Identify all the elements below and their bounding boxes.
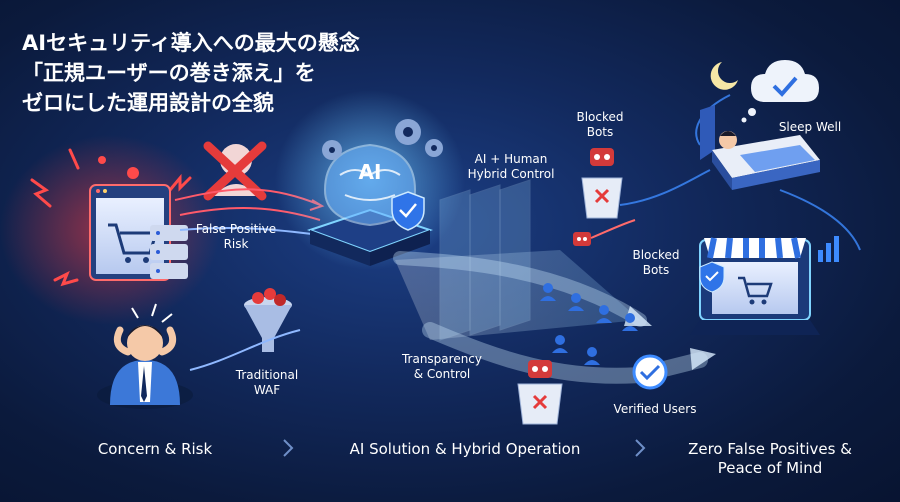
bot-bin-bottom xyxy=(517,360,563,425)
bed-icon xyxy=(700,105,820,190)
funnel-icon xyxy=(244,288,292,352)
title-line-2: 「正規ユーザーの巻き添え」を xyxy=(22,61,316,85)
verified-check-icon xyxy=(632,354,668,390)
transparency-control-label: Transparency & Control xyxy=(401,352,483,381)
shield-check-icon xyxy=(391,191,425,231)
server-icon xyxy=(150,225,188,279)
stage-concern-risk: Concern & Risk xyxy=(97,440,213,458)
blocked-bots-mid-label: Blocked Bots xyxy=(632,248,680,277)
sleep-well-label: Sleep Well xyxy=(778,120,842,134)
title-line-1: AIセキュリティ導入への最大の懸念 xyxy=(22,31,360,55)
funnel-arrow xyxy=(189,329,301,371)
ai-human-hybrid-label: AI + Human Hybrid Control xyxy=(467,152,555,181)
worried-person-icon xyxy=(97,303,193,409)
bar-chart-icon xyxy=(818,236,839,262)
false-positive-risk-label: False Positive Risk xyxy=(195,222,277,251)
traditional-waf-label: Traditional WAF xyxy=(235,368,299,397)
page-title: AIセキュリティ導入への最大の懸念 「正規ユーザーの巻き添え」を ゼロにした運用… xyxy=(22,28,360,118)
stage-ai-solution: AI Solution & Hybrid Operation xyxy=(349,440,581,458)
store-icon xyxy=(690,237,820,335)
blocked-bots-top-label: Blocked Bots xyxy=(576,110,624,139)
moon-icon xyxy=(710,62,738,90)
stage-chevrons xyxy=(283,439,646,457)
title-line-3: ゼロにした運用設計の全貌 xyxy=(22,91,274,115)
verified-users-label: Verified Users xyxy=(613,402,697,416)
thought-cloud-icon xyxy=(741,60,819,123)
user-icons xyxy=(540,283,638,365)
stage-peace-of-mind: Zero False Positives & Peace of Mind xyxy=(688,440,852,477)
store-shield-icon xyxy=(699,261,725,293)
threat-icons xyxy=(30,148,192,287)
bot-small-icon xyxy=(573,219,636,246)
bot-bin-top xyxy=(581,148,623,219)
ai-badge: AI xyxy=(358,160,382,184)
gear-icon xyxy=(322,119,443,160)
blocked-user-icon xyxy=(203,141,267,201)
